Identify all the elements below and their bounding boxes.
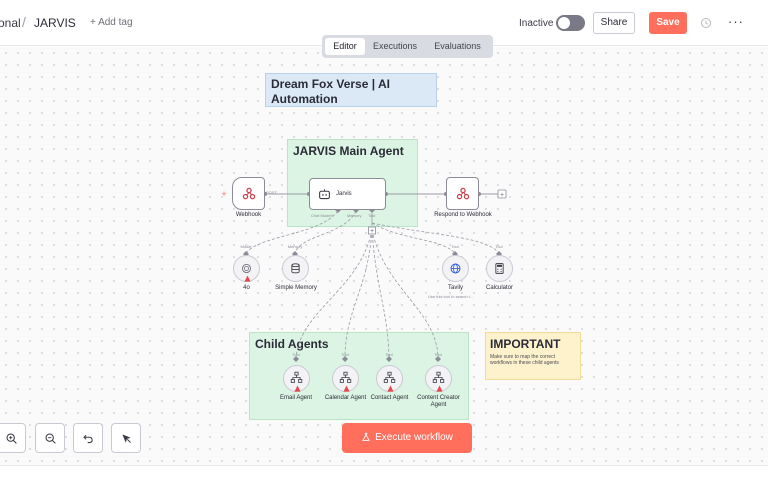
undo-icon <box>83 434 93 444</box>
sticky-title[interactable]: Dream Fox Verse | AI Automation <box>265 73 437 107</box>
svg-text:+: + <box>500 192 504 199</box>
jarvis-agent-node[interactable]: Jarvis <box>309 178 386 210</box>
calendar-agent-label: Calendar Agent <box>324 395 367 401</box>
openai-icon <box>241 263 252 274</box>
model-port-label: Model <box>240 244 252 249</box>
calculator-node[interactable] <box>486 255 513 282</box>
model-4o-node[interactable] <box>233 255 260 282</box>
robot-icon <box>319 189 330 200</box>
tool-port-label: Tool <box>368 213 376 218</box>
contact-agent-node[interactable] <box>376 365 403 392</box>
tavily-label: Tavily <box>447 285 463 291</box>
important-heading: IMPORTANT <box>490 337 561 351</box>
tab-executions[interactable]: Executions <box>372 41 418 51</box>
simple-memory-node[interactable] <box>282 255 309 282</box>
cursor-sparkle-icon <box>122 434 131 443</box>
workflow-icon <box>339 371 352 383</box>
globe-icon <box>450 263 461 274</box>
webhook-label: Webhook <box>235 212 262 218</box>
memory-node-port-label: Memory <box>287 244 303 249</box>
workflow-canvas[interactable] <box>0 47 768 465</box>
svg-text:+: + <box>221 189 226 199</box>
tidy-up-button[interactable] <box>111 423 141 453</box>
important-body: Make sure to map the correct workflows i… <box>490 354 559 366</box>
model-4o-label: 4o <box>243 285 250 291</box>
flask-icon <box>362 432 370 441</box>
view-tabs: Editor Executions Evaluations <box>322 35 493 58</box>
contact-agent-port-label: Tool <box>385 352 393 357</box>
content-creator-agent-label: Content Creator Agent <box>417 395 460 408</box>
respond-webhook-node[interactable] <box>446 177 479 210</box>
email-agent-node[interactable] <box>283 365 310 392</box>
share-button[interactable]: Share <box>593 12 635 34</box>
zoom-in-icon <box>6 433 17 444</box>
jarvis-label: Jarvis <box>336 191 352 197</box>
warning-icon <box>387 385 394 392</box>
svg-text:+: + <box>370 228 374 235</box>
zoom-in-button[interactable] <box>0 423 26 453</box>
email-agent-label: Email Agent <box>279 395 313 401</box>
save-button[interactable]: Save <box>649 12 687 34</box>
warning-icon <box>244 275 251 282</box>
warning-icon <box>343 385 350 392</box>
tab-editor[interactable]: Editor <box>325 38 365 55</box>
add-tag-button[interactable]: + Add tag <box>90 17 133 28</box>
execute-workflow-button[interactable]: Execute workflow <box>342 423 472 453</box>
toggle-knob <box>558 17 570 29</box>
active-toggle[interactable] <box>556 15 585 31</box>
warning-icon <box>294 385 301 392</box>
calendar-agent-node[interactable] <box>332 365 359 392</box>
respond-webhook-label: Respond to Webhook <box>434 212 492 218</box>
webhook-port-label: POST <box>266 190 277 195</box>
breadcrumb-project[interactable]: onal <box>0 16 21 30</box>
chat-model-port-label: Chat Model* <box>311 213 334 218</box>
workflow-name[interactable]: JARVIS <box>34 16 76 30</box>
workflow-icon <box>432 371 445 383</box>
tavily-note: Use this tool to search t... <box>428 294 474 299</box>
history-icon[interactable] <box>700 17 712 29</box>
execute-workflow-label: Execute workflow <box>375 432 453 443</box>
content-agent-port-label: Tool <box>434 352 442 357</box>
breadcrumb-separator: / <box>22 14 26 30</box>
status-label: Inactive <box>519 18 554 29</box>
webhook-icon <box>456 187 470 200</box>
zoom-out-button[interactable] <box>35 423 65 453</box>
zoom-out-icon <box>45 433 56 444</box>
bottom-panel-bar <box>0 465 768 486</box>
database-icon <box>291 263 300 274</box>
webhook-icon <box>242 187 256 200</box>
more-options-icon[interactable]: ··· <box>728 14 744 29</box>
tavily-node[interactable] <box>442 255 469 282</box>
workflow-icon <box>290 371 303 383</box>
webhook-node[interactable] <box>232 177 265 210</box>
contact-agent-label: Contact Agent <box>370 395 409 401</box>
tavily-port-label: Tool <box>451 244 459 249</box>
content-creator-agent-node[interactable] <box>425 365 452 392</box>
simple-memory-label: Simple Memory <box>275 285 317 291</box>
calculator-icon <box>495 263 504 274</box>
undo-button[interactable] <box>73 423 103 453</box>
tab-evaluations[interactable]: Evaluations <box>434 41 481 51</box>
workflow-icon <box>383 371 396 383</box>
memory-port-label: Memory <box>347 213 362 218</box>
warning-icon <box>436 385 443 392</box>
email-agent-port-label: Tool <box>292 352 300 357</box>
calculator-label: Calculator <box>485 285 513 291</box>
calendar-agent-port-label: Tool <box>341 352 349 357</box>
calculator-port-label: Tool <box>495 244 503 249</box>
sticky-important[interactable]: IMPORTANT Make sure to map the correct w… <box>485 332 581 380</box>
